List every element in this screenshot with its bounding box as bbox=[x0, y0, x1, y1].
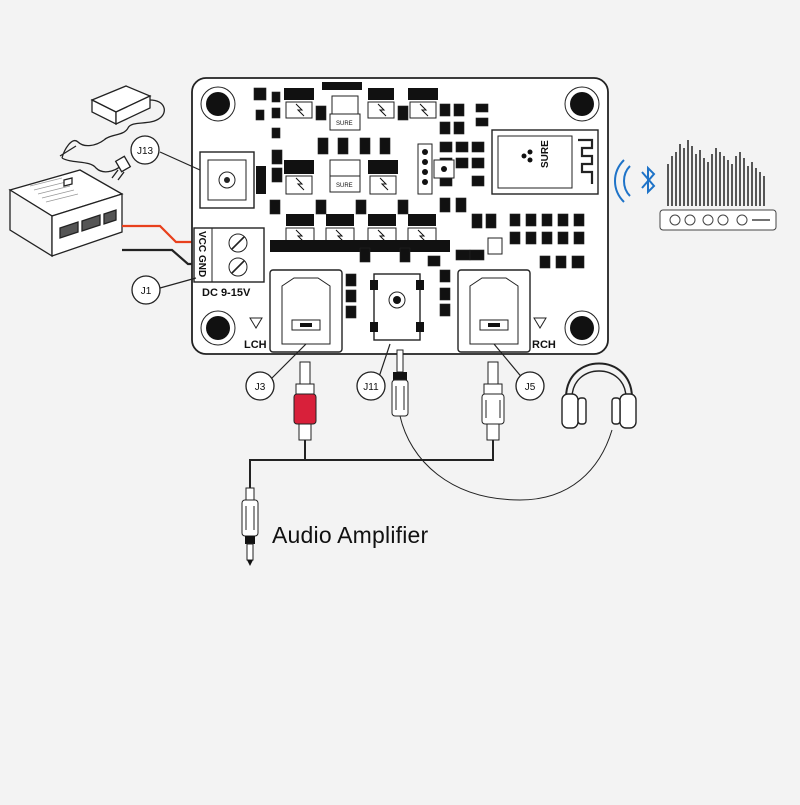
ic-u1-mark: SURE bbox=[336, 183, 353, 189]
player-button bbox=[669, 214, 681, 226]
player-button bbox=[736, 214, 748, 226]
module-brand: SURE bbox=[540, 140, 551, 168]
rca-plug-red bbox=[293, 361, 317, 441]
lch-label: LCH bbox=[244, 339, 267, 351]
pin-header-j10 bbox=[417, 143, 433, 195]
callout-j13-label: J13 bbox=[137, 146, 154, 157]
chip-u5-area bbox=[433, 159, 455, 179]
callout-leaders bbox=[159, 151, 525, 381]
callout-j3-label: J3 bbox=[255, 382, 266, 393]
ic-u1: SURE bbox=[329, 175, 361, 193]
mounting-hole bbox=[564, 310, 600, 346]
headphones-icon bbox=[561, 362, 637, 429]
mounting-hole bbox=[200, 86, 236, 122]
terminal-gnd-label: GND bbox=[196, 255, 207, 277]
callout-j13: J13 bbox=[130, 135, 160, 165]
dc-voltage-label: DC 9-15V bbox=[202, 287, 251, 299]
dc-jack-j13 bbox=[199, 151, 266, 209]
amplifier-chip-row bbox=[270, 214, 450, 252]
audio-player-icon bbox=[659, 140, 777, 231]
callout-j1-label: J1 bbox=[141, 286, 152, 297]
vcc-wire bbox=[122, 224, 200, 244]
callout-j5: J5 bbox=[515, 371, 545, 401]
player-button bbox=[717, 214, 729, 226]
callout-j3: J3 bbox=[245, 371, 275, 401]
terminal-vcc-label: VCC bbox=[196, 231, 207, 252]
bluetooth-module: SURE bbox=[491, 129, 599, 195]
equalizer-bars bbox=[667, 140, 765, 206]
aux-plug-j11 bbox=[391, 349, 409, 417]
audio-output-plug-icon bbox=[241, 487, 259, 566]
ic-u3-mark: SURE bbox=[336, 121, 353, 127]
rca-plug-white bbox=[481, 361, 505, 441]
amplifier-board: VCC GND DC 9-15V SURE LCH bbox=[191, 77, 609, 355]
power-supply-box-icon bbox=[8, 169, 124, 258]
screw-terminal-j1: VCC GND bbox=[193, 227, 265, 283]
callout-j1: J1 bbox=[131, 275, 161, 305]
mounting-hole bbox=[564, 86, 600, 122]
bluetooth-icon bbox=[614, 159, 656, 203]
regulator-row-top bbox=[284, 82, 438, 119]
rca-jack-j5: RCH bbox=[457, 269, 556, 353]
smd-components bbox=[253, 87, 585, 319]
ic-u3: SURE bbox=[329, 113, 361, 131]
mounting-hole bbox=[200, 310, 236, 346]
rca-jack-j3: LCH bbox=[244, 269, 343, 353]
player-button bbox=[702, 214, 714, 226]
player-button bbox=[684, 214, 696, 226]
rch-label: RCH bbox=[532, 339, 556, 351]
ic-u4 bbox=[487, 237, 503, 255]
headphone-cable bbox=[399, 415, 613, 501]
audio-jack-j11 bbox=[370, 273, 424, 341]
callout-j11: J11 bbox=[356, 371, 386, 401]
callout-j5-label: J5 bbox=[525, 382, 536, 393]
power-adapter-icon bbox=[59, 85, 165, 181]
rca-cables bbox=[249, 440, 494, 488]
callout-j11-label: J11 bbox=[363, 382, 379, 393]
diagram-caption: Audio Amplifier bbox=[272, 522, 429, 548]
gnd-wire bbox=[122, 248, 200, 266]
